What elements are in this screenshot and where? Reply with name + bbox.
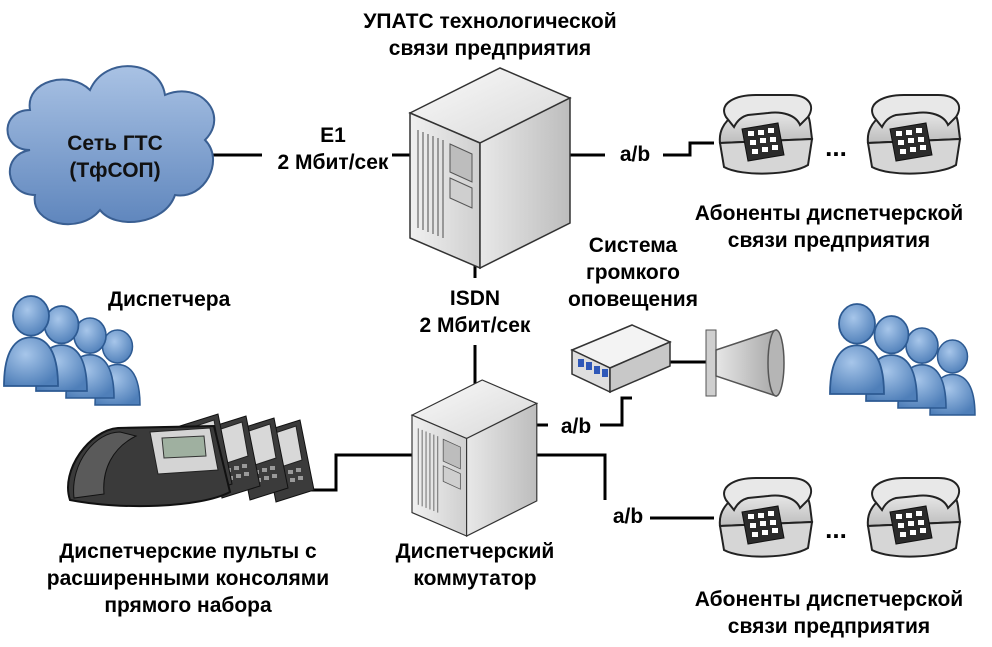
subscribers-bottom-label: Абоненты диспетчерской связи предприятия — [666, 586, 992, 640]
loudspeaker-icon — [705, 328, 785, 398]
server-icon — [411, 379, 538, 537]
isdn-label: ISDN 2 Мбит/сек — [400, 285, 550, 339]
telephone-icon — [866, 94, 961, 175]
ellipsis-top: ... — [825, 132, 847, 162]
pbx-title-line-1: УПАТС технологической — [363, 10, 617, 33]
amplifier-icon — [570, 324, 672, 394]
ab-top-label: a/b — [619, 143, 651, 166]
telephone-icon — [718, 94, 813, 175]
ellipsis-bottom: ... — [825, 514, 847, 544]
subscribers-bottom-line-1: Абоненты диспетчерской — [694, 588, 964, 611]
consoles-label-line-1: Диспетчерские пульты с — [59, 540, 317, 563]
switch-label-line-2: коммутатор — [413, 567, 537, 590]
subscribers-top-label: Абоненты диспетчерской связи предприятия — [666, 200, 992, 254]
ab-bottom-label: a/b — [612, 505, 644, 528]
console-phone-icon — [67, 413, 315, 508]
pa-system-line-2: громкого — [585, 261, 681, 284]
line-ab-top-phone — [663, 141, 714, 157]
pa-system-label: Система громкого оповещения — [548, 232, 718, 313]
ab-mid-label: a/b — [560, 415, 592, 438]
subscribers-bottom-line-2: связи предприятия — [727, 615, 931, 638]
consoles-label: Диспетчерские пульты с расширенными конс… — [8, 538, 368, 619]
dispatchers-label: Диспетчера — [108, 288, 231, 311]
cloud-label: Сеть ГТС (ТфСОП) — [40, 130, 190, 184]
isdn-label-line-1: ISDN — [449, 287, 501, 310]
e1-label-line-2: 2 Мбит/сек — [277, 151, 389, 174]
pbx-title: УПАТС технологической связи предприятия — [330, 8, 650, 62]
isdn-label-line-2: 2 Мбит/сек — [419, 314, 531, 337]
pa-system-line-3: оповещения — [568, 288, 698, 311]
line-ab-mid-pa — [600, 396, 632, 427]
cloud-label-line-1: Сеть ГТС — [67, 132, 163, 155]
cloud-label-line-2: (ТфСОП) — [69, 159, 161, 182]
cloud-icon — [6, 65, 216, 226]
people-icon — [829, 303, 976, 416]
pbx-title-line-2: связи предприятия — [388, 37, 592, 60]
e1-label: E1 2 Мбит/сек — [258, 122, 408, 176]
switch-label: Диспетчерский коммутатор — [370, 538, 580, 592]
switch-label-line-1: Диспетчерский — [395, 540, 555, 563]
server-icon — [409, 67, 571, 269]
line-console-switch — [296, 453, 416, 492]
e1-label-line-1: E1 — [320, 124, 346, 147]
line-switch-ab-bottom — [534, 453, 607, 500]
consoles-label-line-3: прямого набора — [104, 594, 272, 617]
telephone-icon — [718, 477, 813, 558]
pa-system-line-1: Система — [588, 234, 678, 257]
subscribers-top-line-2: связи предприятия — [727, 229, 931, 252]
telephone-icon — [866, 477, 961, 558]
subscribers-top-line-1: Абоненты диспетчерской — [694, 202, 964, 225]
consoles-label-line-2: расширенными консолями — [46, 567, 330, 590]
